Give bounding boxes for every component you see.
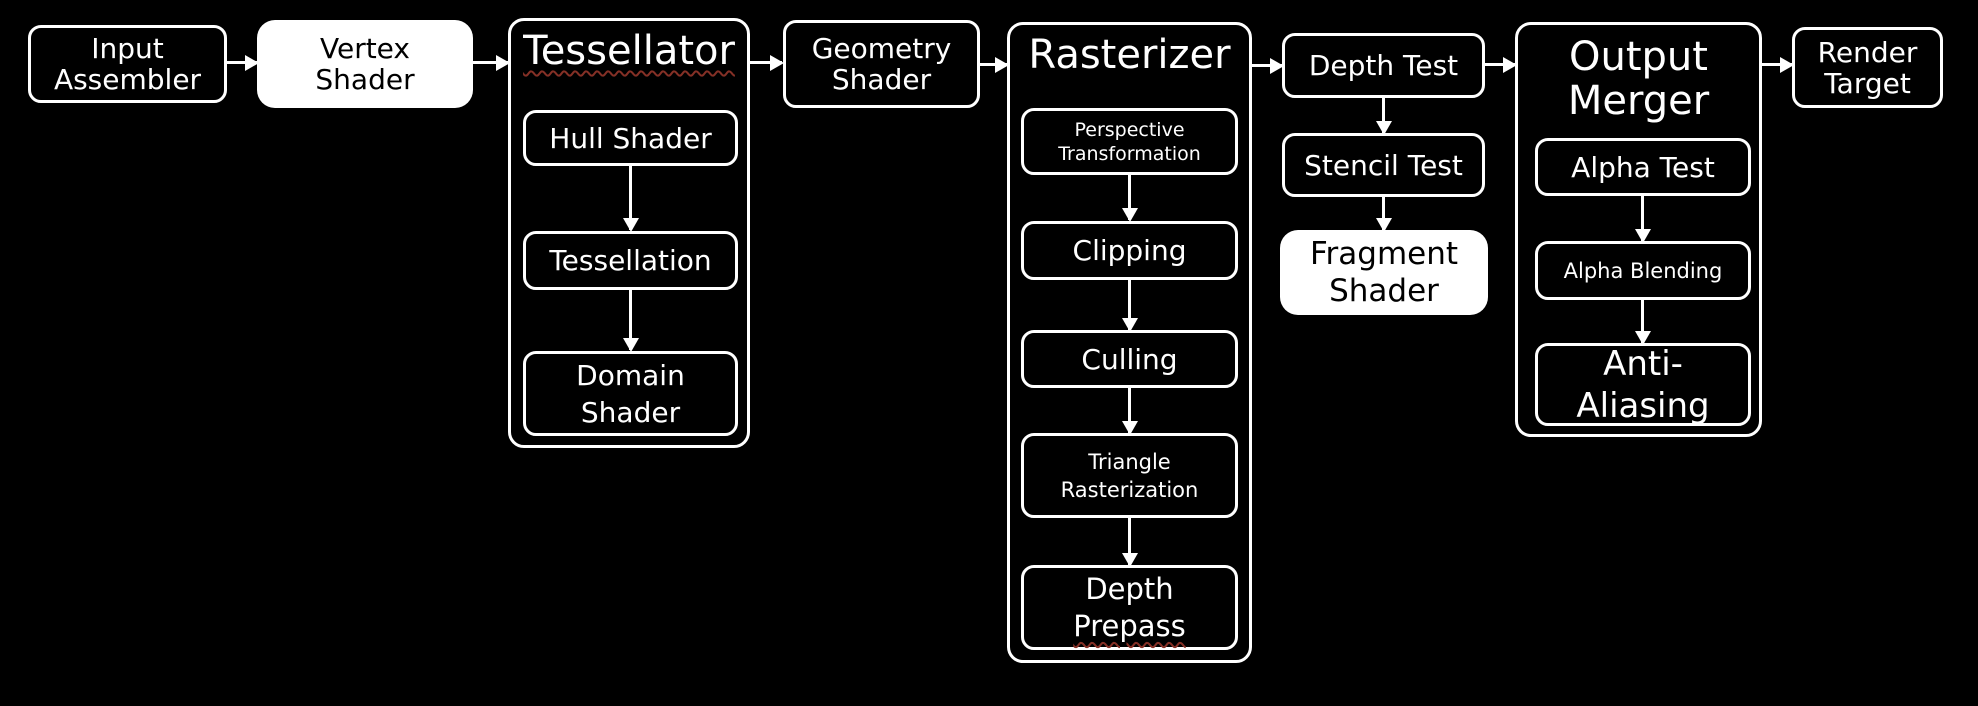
node-label: Alpha Blending bbox=[1563, 258, 1723, 283]
node-render-target: Render Target bbox=[1792, 27, 1943, 108]
arrow-geometry-shader-to-rasterizer bbox=[980, 63, 1007, 66]
group-title-text: Rasterizer bbox=[1028, 32, 1231, 78]
arrow-alpha-test-to-alpha-blending bbox=[1641, 196, 1644, 241]
arrow-depth-test-to-stencil-test bbox=[1382, 98, 1385, 133]
arrow-triangle-rasterization-to-depth-prepass bbox=[1128, 518, 1131, 565]
node-label-line1: Depth bbox=[1085, 571, 1174, 606]
arrow-hull-shader-to-tessellation bbox=[629, 166, 632, 230]
node-label: Geometry Shader bbox=[811, 32, 952, 96]
node-stencil-test: Stencil Test bbox=[1282, 133, 1485, 197]
arrow-culling-to-triangle-rasterization bbox=[1128, 388, 1131, 433]
arrow-depth-test-to-output-merger bbox=[1485, 63, 1515, 66]
node-label: Perspective Transformation bbox=[1058, 118, 1201, 165]
node-label: Domain Shader bbox=[576, 358, 685, 429]
arrow-output-merger-to-render-target bbox=[1762, 63, 1792, 66]
arrow-rasterizer-to-depth-test bbox=[1252, 64, 1282, 67]
group-title-text: Tessellator bbox=[523, 28, 735, 74]
node-label: Render Target bbox=[1817, 35, 1918, 100]
node-culling: Culling bbox=[1021, 330, 1238, 388]
node-alpha-test: Alpha Test bbox=[1535, 138, 1751, 196]
group-title: Tessellator bbox=[511, 29, 747, 73]
node-label: Tessellation bbox=[549, 244, 712, 277]
arrow-stencil-test-to-fragment-shader bbox=[1382, 197, 1385, 230]
arrow-vertex-shader-to-tessellator bbox=[473, 61, 508, 64]
group-title: Rasterizer bbox=[1010, 33, 1249, 77]
node-hull-shader: Hull Shader bbox=[523, 110, 738, 166]
arrow-input-assembler-to-vertex-shader bbox=[227, 61, 257, 64]
node-label: Stencil Test bbox=[1304, 148, 1463, 182]
arrow-tessellator-to-geometry-shader bbox=[748, 61, 782, 64]
node-depth-test: Depth Test bbox=[1282, 33, 1485, 98]
node-alpha-blending: Alpha Blending bbox=[1535, 241, 1751, 300]
group-output-merger: Output Merger Alpha Test Alpha Blending … bbox=[1515, 22, 1762, 437]
node-label: Vertex Shader bbox=[315, 32, 415, 96]
node-vertex-shader: Vertex Shader bbox=[257, 20, 473, 108]
node-perspective-transformation: Perspective Transformation bbox=[1021, 108, 1238, 175]
group-title-text: Output Merger bbox=[1567, 34, 1710, 124]
group-tessellator: Tessellator Hull Shader Tessellation Dom… bbox=[508, 18, 750, 448]
node-fragment-shader: Fragment Shader bbox=[1280, 230, 1488, 315]
node-label: Clipping bbox=[1072, 234, 1187, 267]
node-label: Culling bbox=[1081, 342, 1178, 376]
node-tessellation: Tessellation bbox=[523, 231, 738, 290]
node-geometry-shader: Geometry Shader bbox=[783, 20, 980, 108]
node-label: Fragment Shader bbox=[1309, 235, 1459, 309]
arrow-alpha-blending-to-anti-aliasing bbox=[1641, 300, 1644, 343]
arrow-clipping-to-culling bbox=[1128, 280, 1131, 330]
node-anti-aliasing: Anti-Aliasing bbox=[1535, 343, 1751, 426]
group-title: Output Merger bbox=[1518, 35, 1759, 123]
node-domain-shader: Domain Shader bbox=[523, 351, 738, 436]
group-rasterizer: Rasterizer Perspective Transformation Cl… bbox=[1007, 22, 1252, 663]
node-label: Triangle Rasterization bbox=[1060, 449, 1199, 502]
node-label: Hull Shader bbox=[549, 121, 712, 155]
node-input-assembler: Input Assembler bbox=[28, 25, 227, 103]
node-label: Depth Test bbox=[1308, 49, 1459, 82]
arrow-perspective-to-clipping bbox=[1128, 175, 1131, 220]
arrow-tessellation-to-domain-shader bbox=[629, 290, 632, 350]
node-label: Anti-Aliasing bbox=[1576, 343, 1710, 426]
node-triangle-rasterization: Triangle Rasterization bbox=[1021, 433, 1238, 518]
node-label: Alpha Test bbox=[1571, 150, 1715, 184]
node-clipping: Clipping bbox=[1021, 221, 1238, 280]
node-label-line2: Prepass bbox=[1073, 608, 1186, 643]
node-label: Input Assembler bbox=[53, 32, 202, 96]
